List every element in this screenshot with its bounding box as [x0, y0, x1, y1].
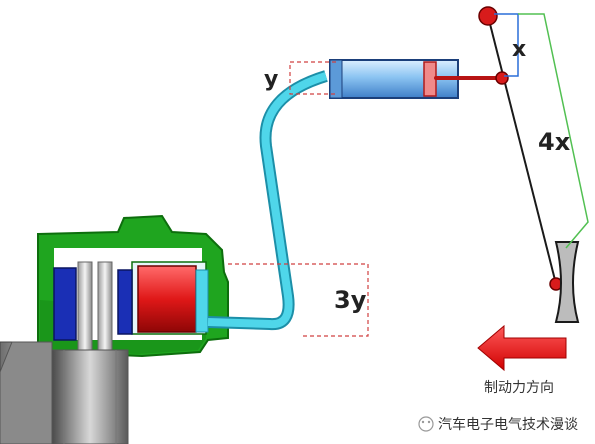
disc-hub — [51, 349, 129, 444]
4x-dimension-bracket — [518, 13, 589, 249]
watermark: 汽车电子电气技术漫谈 — [418, 416, 578, 433]
hydraulic-line — [207, 70, 328, 331]
label-4x: 4x — [538, 128, 571, 156]
label-y: y — [264, 67, 278, 92]
y-dimension-bracket — [289, 61, 336, 95]
force-direction-label: 制动力方向 — [484, 380, 554, 396]
caliper-assembly — [37, 214, 229, 358]
caliper-piston — [137, 265, 197, 333]
pedal-pivot — [478, 6, 498, 26]
master-cylinder-end — [329, 59, 343, 99]
dimension-markers — [228, 13, 589, 337]
label-x: x — [512, 37, 526, 62]
outer-brake-pad — [53, 267, 77, 341]
master-cylinder — [329, 59, 504, 99]
pedal-lever — [487, 15, 557, 285]
x-dimension-bracket — [494, 13, 519, 77]
wechat-icon — [418, 416, 434, 432]
label-3y: 3y — [334, 286, 367, 314]
brake-pedal — [478, 6, 580, 323]
force-direction-indicator: 制动力方向 — [477, 324, 567, 396]
3y-dimension-bracket — [228, 263, 369, 337]
hydraulic-fluid — [207, 72, 328, 329]
rod-joint — [495, 71, 509, 85]
hub-flange — [0, 341, 53, 444]
master-cylinder-piston — [423, 61, 437, 97]
force-direction-arrow — [477, 324, 567, 372]
brake-disc-assembly — [0, 261, 129, 444]
pedal-pad — [554, 241, 580, 323]
watermark-text: 汽车电子电气技术漫谈 — [438, 416, 578, 433]
caliper-fluid-chamber — [195, 269, 209, 333]
inner-brake-pad — [117, 269, 133, 335]
